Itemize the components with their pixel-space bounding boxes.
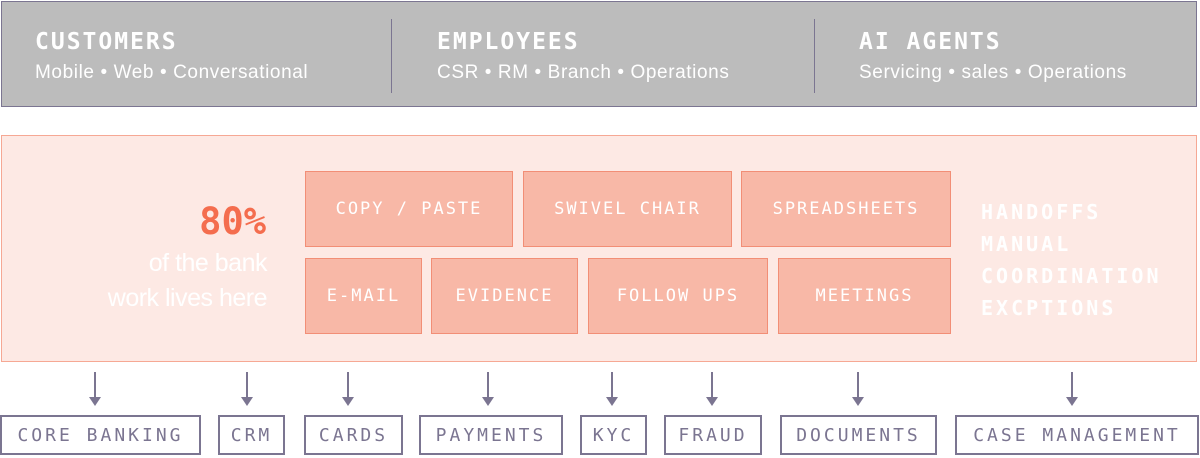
system-cards: CARDS (304, 415, 403, 455)
task-chip: SWIVEL CHAIR (523, 171, 732, 247)
down-arrow-icon (241, 372, 253, 406)
overhead-item: COORDINATION (981, 264, 1162, 288)
down-arrow-icon (606, 372, 618, 406)
channel-ai-agents: AI AGENTS Servicing • sales • Operations (859, 28, 1127, 84)
overhead-item: HANDOFFS (981, 200, 1102, 224)
down-arrow-icon (342, 372, 354, 406)
channels-band: CUSTOMERS Mobile • Web • Conversational … (1, 1, 1197, 107)
system-kyc: KYC (580, 415, 647, 455)
down-arrow-icon (89, 372, 101, 406)
down-arrow-icon (706, 372, 718, 406)
channel-divider (814, 19, 815, 93)
channel-subtitle: CSR • RM • Branch • Operations (437, 62, 730, 83)
system-documents: DOCUMENTS (780, 415, 937, 455)
system-payments: PAYMENTS (419, 415, 563, 455)
down-arrow-icon (852, 372, 864, 406)
overhead-list: HANDOFFS MANUAL COORDINATION EXCPTIONS (981, 196, 1162, 324)
channel-divider (391, 19, 392, 93)
channel-employees: EMPLOYEES CSR • RM • Branch • Operations (437, 28, 729, 84)
channel-title: CUSTOMERS (35, 29, 178, 55)
channel-title: AI AGENTS (859, 29, 1002, 55)
down-arrow-icon (482, 372, 494, 406)
task-chip: MEETINGS (778, 258, 951, 334)
system-core-banking: CORE BANKING (0, 415, 201, 455)
channel-subtitle: Servicing • sales • Operations (859, 62, 1127, 83)
system-crm: CRM (218, 415, 285, 455)
task-chip: FOLLOW UPS (588, 258, 768, 334)
overhead-item: EXCPTIONS (981, 296, 1117, 320)
work-stat-line: work lives here (107, 284, 268, 312)
channel-customers: CUSTOMERS Mobile • Web • Conversational (35, 28, 308, 84)
task-chip: SPREADSHEETS (741, 171, 951, 247)
work-stat-description: of the bank work lives here (27, 246, 268, 316)
work-stat-line: of the bank (148, 249, 268, 277)
overhead-item: MANUAL (981, 232, 1072, 256)
manual-work-band: 80% of the bank work lives here COPY / P… (1, 135, 1197, 362)
task-chip: EVIDENCE (431, 258, 578, 334)
system-fraud: FRAUD (664, 415, 762, 455)
task-chip: E-MAIL (305, 258, 422, 334)
channel-title: EMPLOYEES (437, 29, 580, 55)
down-arrow-icon (1066, 372, 1078, 406)
work-stat-percent: 80% (199, 200, 266, 243)
system-case-management: CASE MANAGEMENT (955, 415, 1199, 455)
channel-subtitle: Mobile • Web • Conversational (35, 62, 309, 83)
task-chip: COPY / PASTE (305, 171, 513, 247)
